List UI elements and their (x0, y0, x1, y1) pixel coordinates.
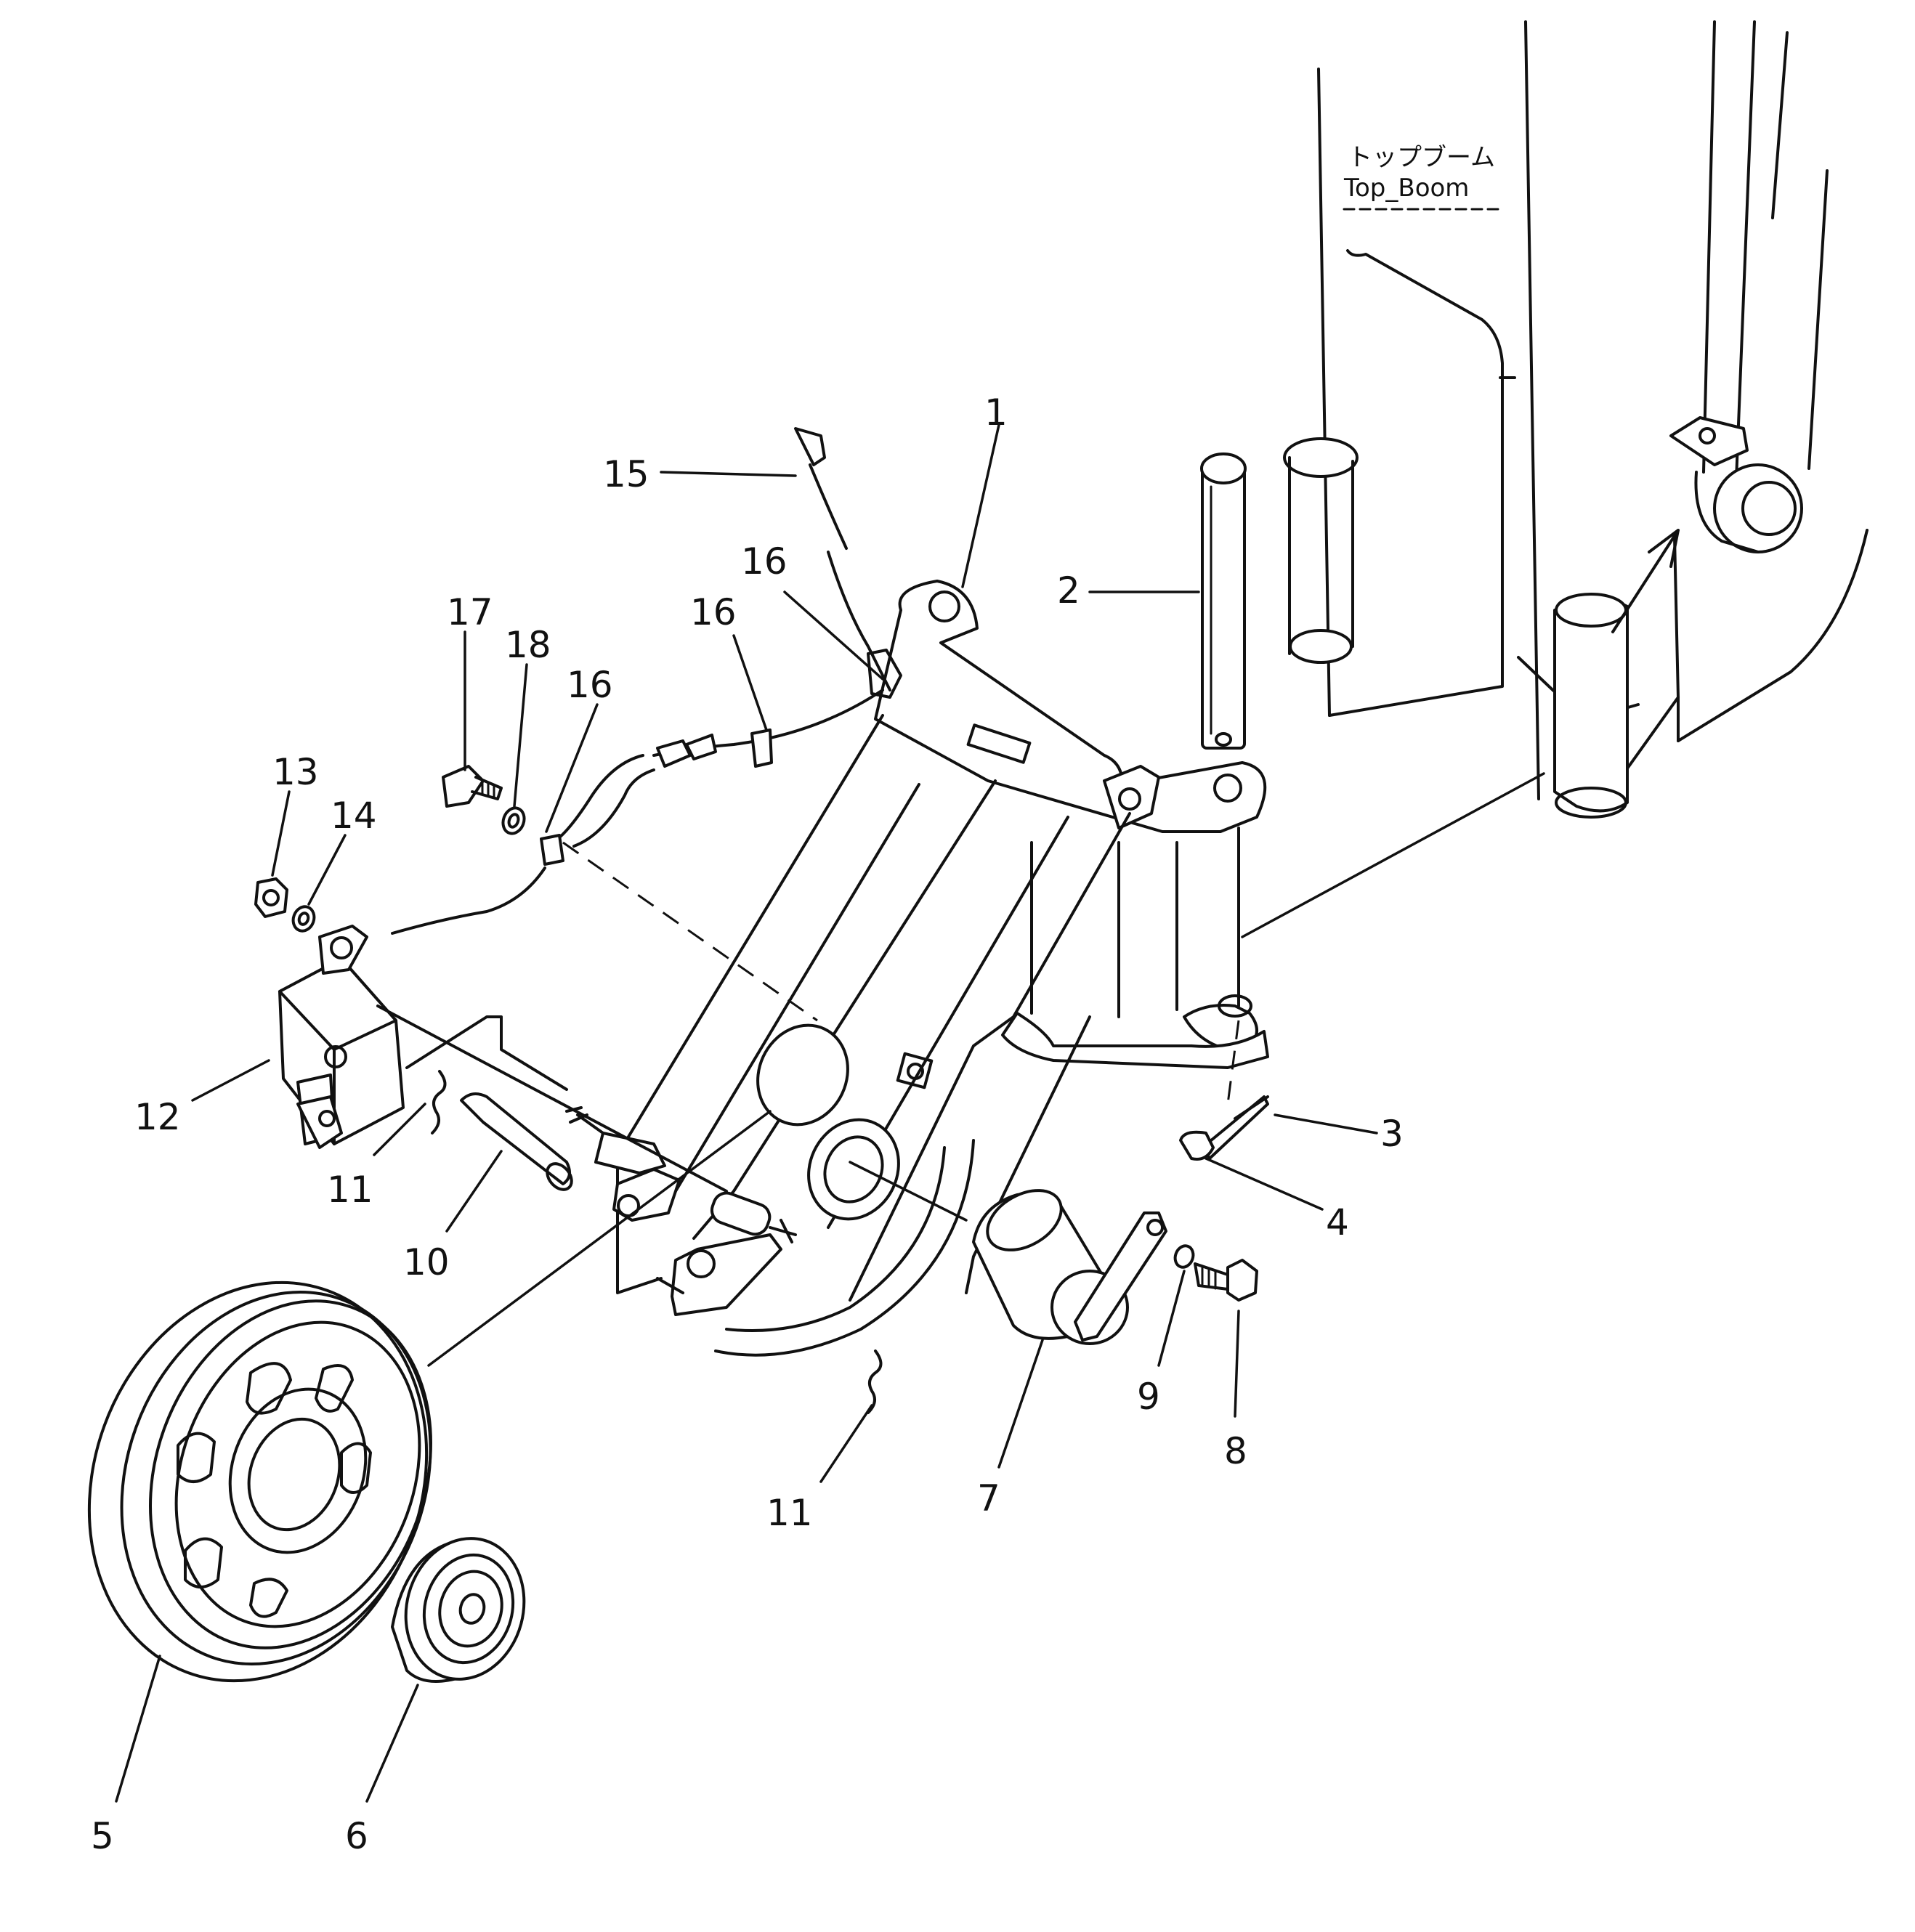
callout-3: 3 (1380, 1113, 1404, 1155)
callout-5: 5 (91, 1815, 114, 1857)
cable-assembly (391, 427, 902, 935)
callout-14: 14 (331, 795, 377, 837)
pin-10 (460, 1092, 573, 1191)
callout-16-top: 16 (741, 540, 788, 583)
callout-16-left: 16 (567, 664, 613, 706)
callout-9: 9 (1137, 1376, 1160, 1418)
callout-7: 7 (977, 1477, 1000, 1519)
callout-12: 12 (134, 1096, 181, 1138)
callout-4: 4 (1326, 1201, 1349, 1243)
center-line-pin2 (1241, 772, 1545, 938)
jib-bracket (612, 580, 1269, 1357)
center-line-1 (562, 841, 818, 1022)
callout-18: 18 (505, 624, 551, 666)
callout-17: 17 (447, 591, 493, 633)
callout-13: 13 (272, 751, 319, 793)
callout-11-right: 11 (766, 1492, 813, 1534)
callout-10: 10 (403, 1241, 450, 1283)
center-line-pin-bottom (1226, 1020, 1240, 1105)
center-line-sheave (427, 1110, 772, 1367)
top-boom: トップブーム Top_Boom (1283, 20, 1869, 819)
bearing-6 (391, 1537, 526, 1683)
leader-lines (115, 423, 1378, 1803)
callout-2: 2 (1057, 569, 1080, 612)
boom-label-english: Top_Boom (1343, 174, 1469, 203)
limit-switch (278, 925, 728, 1193)
limit-switch-rods (565, 1106, 797, 1243)
callouts: 1 2 3 4 5 6 7 8 9 10 11 11 12 13 14 15 1… (91, 391, 1404, 1857)
callout-15: 15 (603, 453, 649, 495)
washer-14 (291, 905, 316, 933)
center-line-pin7 (849, 1161, 968, 1222)
spring-clip-11a (431, 1070, 447, 1135)
bolt-17 (442, 765, 503, 808)
bolt-8 (1194, 1259, 1258, 1302)
sheave-5 (87, 1280, 432, 1683)
pin-2 (1200, 452, 1247, 750)
washer-4 (1179, 1130, 1215, 1161)
callout-16-mid: 16 (690, 591, 737, 633)
spring-clip-11b (867, 1349, 883, 1414)
callout-8: 8 (1224, 1430, 1247, 1472)
callout-1: 1 (984, 391, 1008, 434)
washer-18 (501, 806, 526, 835)
callout-6: 6 (345, 1815, 368, 1857)
callout-11-left: 11 (327, 1169, 373, 1211)
washer-9 (1173, 1244, 1195, 1269)
boom-label-japanese: トップブーム (1348, 143, 1495, 172)
nut-13 (254, 877, 288, 918)
shaft-7 (972, 1189, 1167, 1345)
